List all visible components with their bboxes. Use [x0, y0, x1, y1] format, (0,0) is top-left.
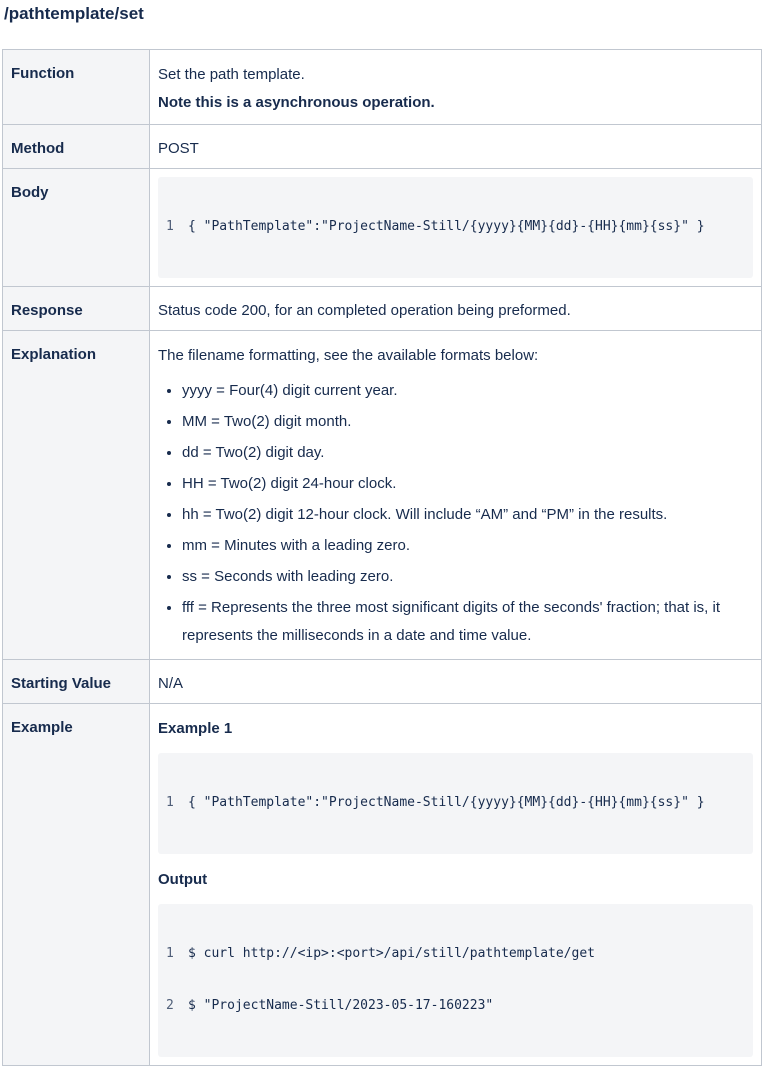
page-title: /pathtemplate/set	[4, 4, 144, 23]
function-label: Function	[2, 49, 150, 125]
example-code-block: 1 { "PathTemplate":"ProjectName-Still/{yy…	[158, 753, 753, 854]
example-value: Example 1 1 { "PathTemplate":"ProjectName…	[149, 703, 762, 1066]
output-heading: Output	[158, 871, 208, 888]
response-label: Response	[2, 286, 150, 331]
code-line: 1 { "PathTemplate":"ProjectName-Still/{yy…	[166, 216, 745, 238]
function-note: Note this is a asynchronous operation.	[158, 94, 435, 111]
function-description: Set the path template.	[158, 66, 305, 83]
body-code-block: 1 { "PathTemplate":"ProjectName-Still/{yy…	[158, 177, 753, 278]
code-text: $ curl http://<ip>:<port>/api/still/path…	[188, 946, 595, 961]
line-number: 2	[166, 998, 174, 1013]
example-row: Example Example 1 1 { "PathTemplate":"Pro…	[2, 703, 762, 1066]
list-item: fff = Represents the three most signific…	[182, 594, 753, 650]
body-label: Body	[2, 168, 150, 287]
response-row: Response Status code 200, for an complet…	[2, 286, 762, 331]
explanation-intro: The filename formatting, see the availab…	[158, 347, 539, 364]
method-label: Method	[2, 124, 150, 169]
line-number: 1	[166, 219, 174, 234]
list-item: ss = Seconds with leading zero.	[182, 563, 753, 591]
output-code-block: 1 $ curl http://<ip>:<port>/api/still/pat…	[158, 904, 753, 1057]
function-row: Function Set the path template. Note thi…	[2, 49, 762, 125]
list-item: dd = Two(2) digit day.	[182, 439, 753, 467]
example-heading: Example 1	[158, 720, 233, 737]
starting-value-label: Starting Value	[2, 659, 150, 704]
list-item: hh = Two(2) digit 12-hour clock. Will in…	[182, 501, 753, 529]
code-text: { "PathTemplate":"ProjectName-Still/{yyy…	[188, 219, 705, 234]
code-text: $ "ProjectName-Still/2023-05-17-160223"	[188, 998, 494, 1013]
explanation-row: Explanation The filename formatting, see…	[2, 330, 762, 660]
line-number: 1	[166, 946, 174, 961]
code-line: 1 { "PathTemplate":"ProjectName-Still/{yy…	[166, 792, 745, 814]
body-row: Body 1 { "PathTemplate":"ProjectName-Stil…	[2, 168, 762, 287]
api-table: Function Set the path template. Note thi…	[2, 49, 762, 1066]
list-item: yyyy = Four(4) digit current year.	[182, 377, 753, 405]
list-item: MM = Two(2) digit month.	[182, 408, 753, 436]
function-value: Set the path template. Note this is a as…	[149, 49, 762, 125]
line-number: 1	[166, 795, 174, 810]
format-list: yyyy = Four(4) digit current year. MM = …	[158, 377, 753, 650]
list-item: HH = Two(2) digit 24-hour clock.	[182, 470, 753, 498]
code-line: 1 $ curl http://<ip>:<port>/api/still/pat…	[166, 943, 745, 965]
method-value: POST	[149, 124, 762, 169]
explanation-label: Explanation	[2, 330, 150, 660]
method-row: Method POST	[2, 124, 762, 169]
code-line: 2 $ "ProjectName-Still/2023-05-17-160223"	[166, 995, 745, 1017]
list-item: mm = Minutes with a leading zero.	[182, 532, 753, 560]
code-text: { "PathTemplate":"ProjectName-Still/{yyy…	[188, 795, 705, 810]
response-value: Status code 200, for an completed operat…	[149, 286, 762, 331]
example-label: Example	[2, 703, 150, 1066]
body-value: 1 { "PathTemplate":"ProjectName-Still/{yy…	[149, 168, 762, 287]
starting-value-value: N/A	[149, 659, 762, 704]
explanation-value: The filename formatting, see the availab…	[149, 330, 762, 660]
starting-value-row: Starting Value N/A	[2, 659, 762, 704]
